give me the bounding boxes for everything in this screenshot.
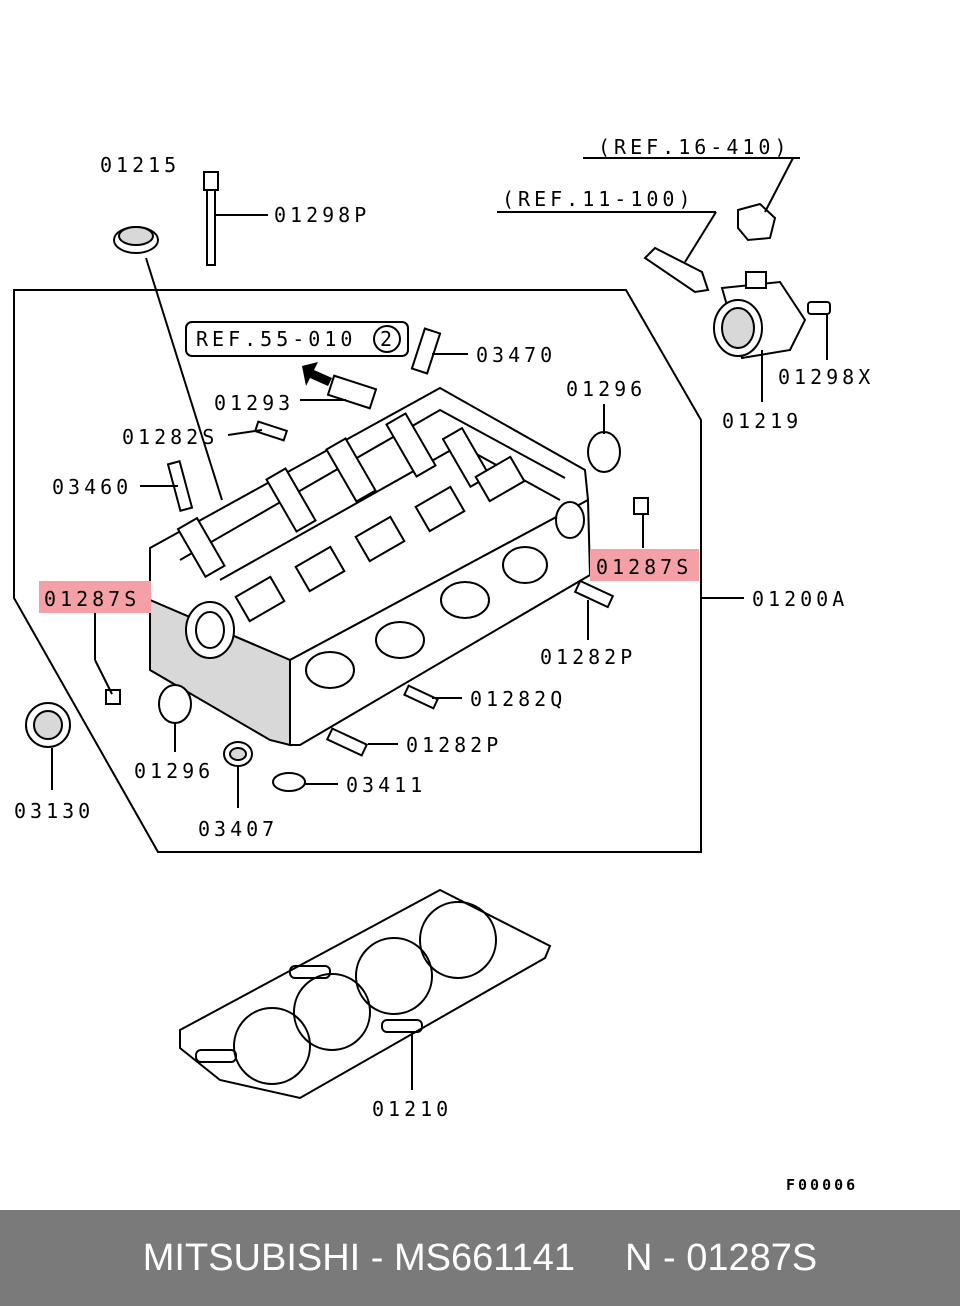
- part-01296-plug-top: [587, 431, 621, 473]
- assembly-frame: [13, 289, 702, 853]
- part-01298P-bolt: [203, 171, 219, 266]
- part-01287S-left: [105, 689, 121, 705]
- label-01287S-left: 01287S: [44, 587, 140, 611]
- label-01282Q: 01282Q: [470, 687, 566, 711]
- part-sensor: [737, 202, 777, 242]
- highlight-01287S-right: [590, 549, 699, 581]
- label-01282P-top: 01282P: [540, 645, 636, 669]
- part-01296-plug-bottom: [158, 684, 192, 724]
- label-03411: 03411: [346, 773, 426, 797]
- part-03407-seal: [223, 741, 253, 767]
- figure-code: F00006: [786, 1176, 858, 1194]
- part-01282P-bottom-stud: [325, 727, 369, 757]
- label-ref-55-010: REF.55-010: [196, 327, 356, 351]
- label-ref-11-100: (REF.11-100): [502, 187, 695, 211]
- label-01215: 01215: [100, 153, 180, 177]
- part-03460-pin: [166, 460, 194, 512]
- part-03411-ring: [272, 772, 306, 792]
- part-sealant-tube: [643, 246, 710, 294]
- label-03470: 03470: [476, 343, 556, 367]
- label-01287S-right: 01287S: [596, 555, 692, 579]
- footer-bar: MITSUBISHI - MS661141 N - 01287S: [0, 1210, 960, 1306]
- part-03130-oil-seal: [25, 702, 71, 748]
- label-ref-16-410: (REF.16-410): [598, 135, 791, 159]
- label-03130: 03130: [14, 799, 94, 823]
- leader-lines: [51, 157, 828, 1090]
- part-01210-head-gasket: [179, 888, 552, 1100]
- part-01298X-bolt: [807, 301, 831, 315]
- part-01215-plug: [113, 226, 159, 254]
- label-01219: 01219: [722, 409, 802, 433]
- label-01298P: 01298P: [274, 203, 370, 227]
- label-01296-top: 01296: [566, 377, 646, 401]
- label-01293: 01293: [214, 391, 294, 415]
- part-01282S-stud: [253, 420, 289, 442]
- cylinder-head: [149, 386, 592, 747]
- ref-circle: [373, 325, 401, 353]
- footer-ref: N - 01287S: [624, 1236, 818, 1279]
- highlight-01287S-left: [39, 581, 151, 613]
- label-01210: 01210: [372, 1097, 452, 1121]
- footer-brand-part: MITSUBISHI - MS661141: [142, 1236, 575, 1279]
- label-01282P-bottom: 01282P: [406, 733, 502, 757]
- label-01200A: 01200A: [752, 587, 848, 611]
- part-01293-tappet: [326, 374, 378, 410]
- label-01298X: 01298X: [778, 365, 874, 389]
- label-01282S: 01282S: [122, 425, 218, 449]
- part-01287S-right: [633, 497, 649, 515]
- arrow-icon: [302, 362, 332, 386]
- part-03470-pin: [410, 327, 442, 375]
- part-01219-housing: [713, 271, 807, 360]
- part-01282P-top-stud: [573, 579, 615, 609]
- label-03460: 03460: [52, 475, 132, 499]
- parts-diagram: (REF.16-410) (REF.11-100) REF.55-010 2 0…: [13, 135, 874, 1194]
- part-01282Q-stud: [403, 684, 439, 710]
- label-ref-55-010-num: 2: [380, 327, 396, 351]
- label-01296-bottom: 01296: [134, 759, 214, 783]
- label-03407: 03407: [198, 817, 278, 841]
- ref-box: [185, 321, 409, 357]
